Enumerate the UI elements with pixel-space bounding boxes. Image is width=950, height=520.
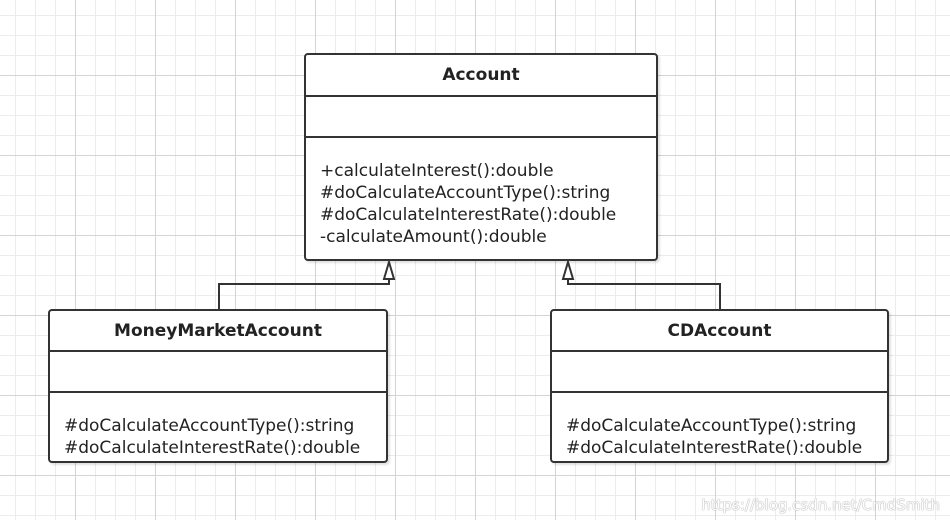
attributes-compartment	[552, 352, 887, 393]
operation: #doCalculateAccountType():string	[64, 416, 355, 436]
class-name: MoneyMarketAccount	[50, 311, 386, 352]
inheritance-arrowhead-icon	[382, 258, 396, 280]
class-box-money-market-account[interactable]: MoneyMarketAccount #doCalculateAccountTy…	[48, 309, 388, 463]
class-name: Account	[306, 55, 656, 97]
operations-compartment: #doCalculateAccountType():string #doCalc…	[50, 393, 386, 459]
operation: -calculateAmount():double	[320, 227, 547, 247]
class-box-cd-account[interactable]: CDAccount #doCalculateAccountType():stri…	[550, 309, 889, 463]
attributes-compartment	[50, 352, 386, 393]
operation: #doCalculateAccountType():string	[566, 416, 857, 436]
watermark: https://blog.csdn.net/CmdSmith	[701, 496, 940, 514]
operations-compartment: +calculateInterest():double #doCalculate…	[306, 138, 656, 248]
attributes-compartment	[306, 97, 656, 138]
class-box-account[interactable]: Account +calculateInterest():double #doC…	[304, 53, 658, 261]
operation: +calculateInterest():double	[320, 161, 554, 181]
operation: #doCalculateAccountType():string	[320, 183, 611, 203]
operations-compartment: #doCalculateAccountType():string #doCalc…	[552, 393, 887, 459]
inheritance-line-cd	[567, 279, 721, 309]
operation: #doCalculateInterestRate():double	[320, 205, 617, 225]
class-name: CDAccount	[552, 311, 887, 352]
operation: #doCalculateInterestRate():double	[64, 438, 361, 458]
inheritance-line-money-market	[218, 279, 390, 309]
operation: #doCalculateInterestRate():double	[566, 438, 863, 458]
generalization-money-market-to-account	[218, 258, 396, 309]
inheritance-arrowhead-icon	[561, 258, 575, 280]
generalization-cd-to-account	[561, 258, 721, 309]
